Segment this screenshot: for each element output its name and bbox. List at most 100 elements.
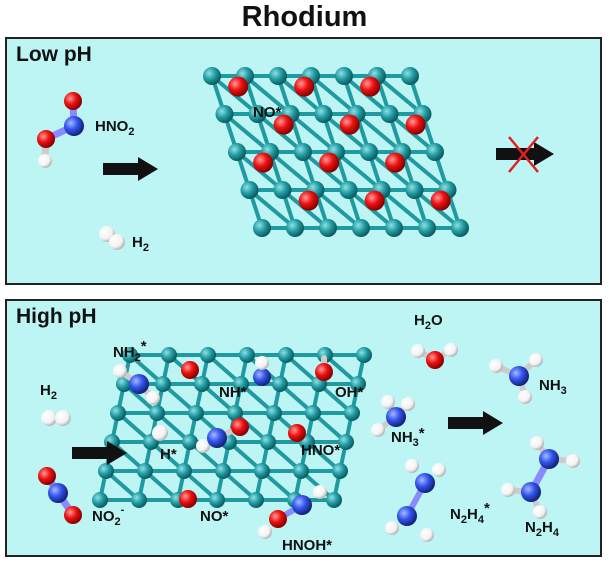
no-o-atom <box>385 152 406 173</box>
h-atom <box>432 463 446 477</box>
hno2-molecule <box>37 92 84 168</box>
no-o-atom <box>253 152 274 173</box>
no-o-atom <box>294 76 315 97</box>
rh-atom <box>176 463 192 479</box>
h-atom <box>420 528 434 542</box>
no-o-atom <box>430 190 451 211</box>
rh-atom <box>293 463 309 479</box>
h2-label-high: H2 <box>40 382 57 402</box>
rh-atom <box>335 67 353 85</box>
rh-atom <box>131 492 147 508</box>
o-atom <box>315 363 333 381</box>
rh-atom <box>266 405 282 421</box>
rh-atom <box>253 219 271 237</box>
h-atom <box>405 459 419 473</box>
rh-atom <box>305 405 321 421</box>
rh-atom <box>405 181 424 199</box>
n-atom <box>292 495 312 515</box>
low-ph-label: Low pH <box>16 43 92 66</box>
no-o-atom <box>405 114 426 135</box>
n-atom <box>397 506 417 526</box>
nh3-ads-label: NH3* <box>391 425 425 449</box>
n-atom <box>207 428 227 448</box>
bond <box>268 150 318 192</box>
bond <box>313 188 363 230</box>
rh-atom <box>92 492 108 508</box>
nh-ads-label: NH* <box>219 384 247 401</box>
rh-atom <box>380 105 399 123</box>
n-atom <box>253 368 271 386</box>
rh-atom <box>98 463 114 479</box>
h2o-molecule <box>411 343 458 369</box>
rh-atom <box>314 105 333 123</box>
arrow-high-in <box>72 441 127 465</box>
blocked-x-icon <box>508 136 539 173</box>
h-atom <box>196 439 210 453</box>
rh-atom <box>360 143 378 161</box>
rh-atom <box>209 492 225 508</box>
rh-atom <box>182 434 198 450</box>
h-atom <box>371 423 385 437</box>
rh-atom <box>286 219 304 237</box>
bond <box>309 74 359 116</box>
h2-molecule-low <box>99 226 125 250</box>
rh-atom <box>161 347 177 363</box>
no-o-atom <box>228 76 249 97</box>
rh-atom <box>344 405 360 421</box>
rh-atom <box>451 219 469 237</box>
high-ph-adsorbates <box>113 355 446 542</box>
rh-atom <box>122 347 138 363</box>
nh2-ads-label: NH2* <box>113 338 147 364</box>
hno-ads-label: HNO* <box>301 442 340 459</box>
rh-atom <box>228 143 246 161</box>
no-ads-label-high: NO* <box>200 508 229 525</box>
o-atom <box>181 361 199 379</box>
rh-atom <box>332 463 348 479</box>
high-ph-label: High pH <box>16 305 97 328</box>
h-atom <box>255 356 269 370</box>
rh-atom <box>350 376 366 392</box>
n-atom <box>415 473 435 493</box>
h-ads-label: H* <box>160 446 177 463</box>
no-o-atom <box>364 190 385 211</box>
rh-atom <box>110 405 126 421</box>
rh-atom <box>155 376 171 392</box>
n2h4-molecule <box>501 436 580 519</box>
rh-atom <box>239 347 255 363</box>
rh-atom <box>200 347 216 363</box>
oh-ads-label: OH* <box>335 384 364 401</box>
rh-atom <box>401 67 419 85</box>
rh-atom <box>278 347 294 363</box>
rh-atom <box>248 492 264 508</box>
hno2-label: HNO2 <box>95 118 134 138</box>
h-atom <box>113 364 127 378</box>
no-o-atom <box>360 76 381 97</box>
rh-atom <box>338 434 354 450</box>
rh-atom <box>215 463 231 479</box>
o-atom <box>179 490 197 508</box>
h2o-label: H2O <box>414 312 443 332</box>
o-atom <box>288 424 306 442</box>
rh-atom <box>426 143 444 161</box>
no-ads-label-low: NO* <box>253 104 282 121</box>
rh-atom <box>254 463 270 479</box>
rh-atom <box>294 143 312 161</box>
hnoh-ads-label: HNOH* <box>282 537 332 554</box>
h-atom <box>401 397 415 411</box>
rh-atom <box>149 405 165 421</box>
nh3-molecule <box>489 353 543 404</box>
arrow-low-in <box>103 157 158 181</box>
no-o-atom <box>273 114 294 135</box>
n-atom <box>386 407 406 427</box>
n2h4-label: N2H4 <box>525 519 560 539</box>
rh-atom <box>188 405 204 421</box>
bond <box>222 112 272 154</box>
rh-atom <box>352 219 370 237</box>
low-ph-no-adsorbates <box>228 76 451 211</box>
figure-title: Rhodium <box>241 1 368 33</box>
no-o-atom <box>298 190 319 211</box>
rh-atom <box>272 376 288 392</box>
rh-atom <box>319 219 337 237</box>
no-o-atom <box>319 152 340 173</box>
